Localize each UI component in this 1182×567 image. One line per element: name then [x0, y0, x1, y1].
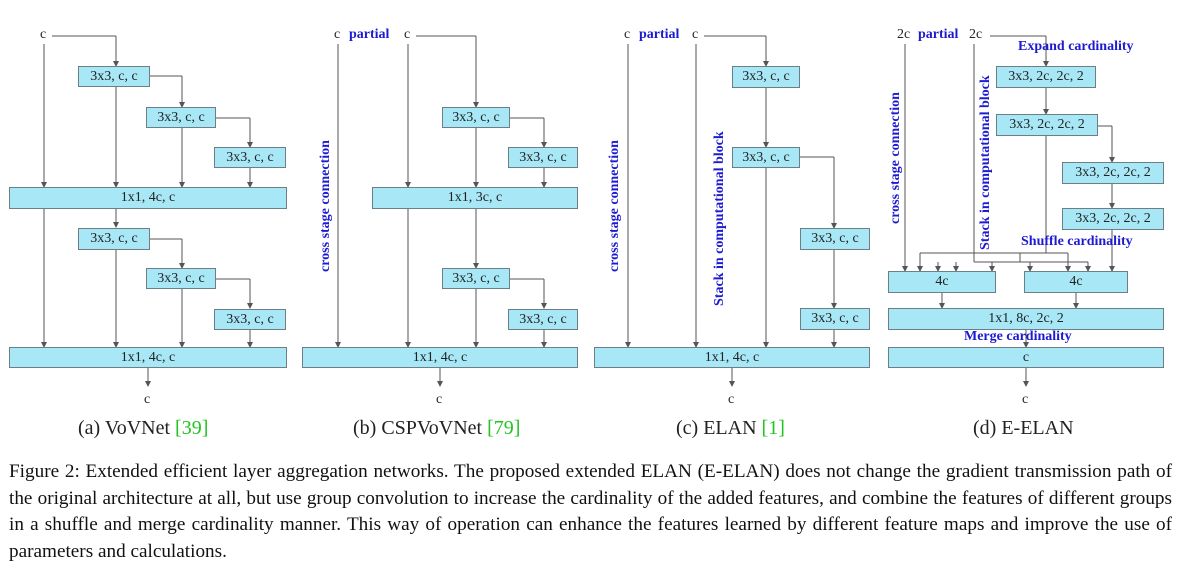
c-cross-stage-label: cross stage connection — [607, 140, 622, 272]
b-citation: [79] — [487, 417, 521, 439]
a-output-label: c — [144, 392, 151, 407]
c-block-5: 1x1, 4c, c — [594, 347, 870, 368]
d-input-right: 2c — [969, 27, 983, 42]
a-input-label: c — [40, 27, 47, 42]
d-output-label: c — [1022, 392, 1029, 407]
c-subcaption: (c) ELAN [1] — [676, 417, 785, 440]
b-output-label: c — [436, 392, 443, 407]
d-merge-label: Merge cardinality — [964, 329, 1072, 344]
d-expand-label: Expand cardinality — [1018, 39, 1134, 54]
d-subcaption: (d) E-ELAN — [973, 417, 1074, 440]
b-block-3: 1x1, 3c, c — [372, 187, 578, 209]
c-output-label: c — [728, 392, 735, 407]
b-block-6: 1x1, 4c, c — [302, 347, 578, 368]
a-block-5: 3x3, c, c — [78, 228, 150, 250]
b-subcaption-text: (b) CSPVoVNet — [353, 417, 483, 439]
a-block-2: 3x3, c, c — [146, 107, 216, 128]
d-group-2: 4c — [1024, 271, 1128, 293]
c-partial-label: partial — [639, 27, 680, 42]
d-block-1: 3x3, 2c, 2c, 2 — [996, 66, 1096, 88]
b-subcaption: (b) CSPVoVNet [79] — [353, 417, 520, 440]
c-subcaption-text: (c) ELAN — [676, 417, 757, 439]
a-block-3: 3x3, c, c — [214, 147, 286, 168]
c-block-2: 3x3, c, c — [732, 147, 800, 168]
d-input-left: 2c — [897, 27, 911, 42]
c-block-3: 3x3, c, c — [800, 228, 870, 250]
a-subcaption: (a) VoVNet [39] — [78, 417, 208, 440]
a-block-7: 3x3, c, c — [214, 309, 286, 330]
d-block-merge: 1x1, 8c, 2c, 2 — [888, 308, 1164, 330]
b-cross-stage-label: cross stage connection — [318, 140, 333, 272]
d-block-out: c — [888, 347, 1164, 368]
figure-caption: Figure 2: Extended efficient layer aggre… — [9, 461, 1172, 562]
d-partial-label: partial — [918, 27, 959, 42]
a-subcaption-text: (a) VoVNet — [78, 417, 171, 439]
d-block-2: 3x3, 2c, 2c, 2 — [996, 114, 1098, 136]
b-block-4: 3x3, c, c — [442, 268, 510, 289]
b-block-5: 3x3, c, c — [508, 309, 578, 330]
c-citation: [1] — [761, 417, 785, 439]
a-block-1: 3x3, c, c — [78, 66, 150, 87]
c-block-1: 3x3, c, c — [732, 66, 800, 88]
d-subcaption-text: (d) E-ELAN — [973, 417, 1074, 439]
a-citation: [39] — [175, 417, 209, 439]
d-stack-label: Stack in computational block — [978, 75, 993, 250]
b-block-1: 3x3, c, c — [442, 107, 510, 128]
d-group-1: 4c — [888, 271, 996, 293]
d-block-4: 3x3, 2c, 2c, 2 — [1062, 208, 1164, 230]
b-partial-label: partial — [349, 27, 390, 42]
c-input-left: c — [624, 27, 631, 42]
a-block-8: 1x1, 4c, c — [9, 347, 287, 368]
d-cross-stage-label: cross stage connection — [888, 92, 903, 224]
b-block-2: 3x3, c, c — [508, 147, 578, 168]
c-input-right: c — [692, 27, 699, 42]
d-shuffle-label: Shuffle cardinality — [1021, 234, 1133, 249]
c-block-4: 3x3, c, c — [800, 308, 870, 330]
c-stack-label: Stack in computational block — [712, 131, 727, 306]
a-block-4: 1x1, 4c, c — [9, 187, 287, 209]
a-block-6: 3x3, c, c — [146, 268, 216, 289]
b-input-left: c — [334, 27, 341, 42]
d-block-3: 3x3, 2c, 2c, 2 — [1062, 162, 1164, 184]
b-input-right: c — [404, 27, 411, 42]
